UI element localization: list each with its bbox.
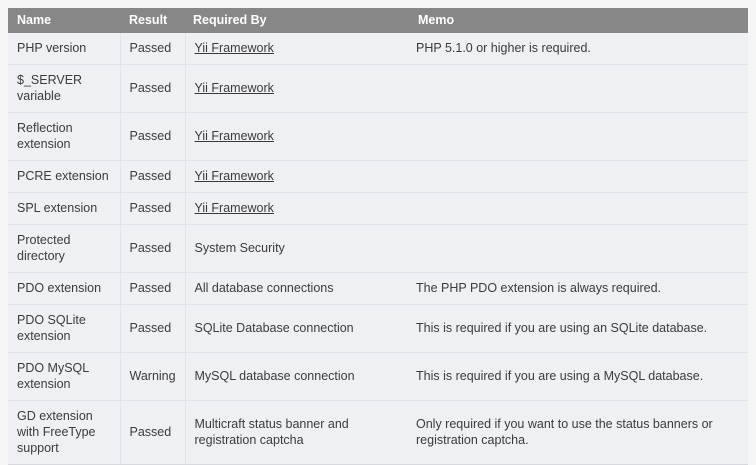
required-by-link[interactable]: Yii Framework — [194, 41, 274, 55]
memo-cell — [407, 64, 748, 113]
requirement-name: Reflection extension — [8, 112, 120, 161]
status-badge: Warning — [119, 352, 186, 401]
required-by-text: Multicraft status banner and registratio… — [194, 417, 349, 447]
required-by-link[interactable]: Yii Framework — [194, 169, 274, 183]
requirement-name: PDO extension — [8, 272, 120, 305]
requirement-name: Protected directory — [8, 224, 120, 273]
status-badge: Passed — [119, 224, 186, 273]
status-badge: Passed — [119, 304, 186, 353]
column-header-result: Result — [120, 8, 185, 33]
column-header-name: Name — [8, 8, 120, 33]
column-header-memo: Memo — [407, 8, 748, 33]
requirement-name: PCRE extension — [8, 160, 120, 193]
required-by-cell: Yii Framework — [185, 192, 407, 225]
column-header-required-by: Required By — [185, 8, 407, 33]
required-by-cell: SQLite Database connection — [185, 304, 407, 353]
requirement-name: $_SERVER variable — [8, 64, 120, 113]
requirement-name: GD extension with FreeType support — [8, 400, 120, 465]
requirements-check-table: Name Result Required By Memo PHP version… — [8, 8, 748, 465]
required-by-cell: Yii Framework — [185, 33, 407, 65]
required-by-link[interactable]: Yii Framework — [194, 201, 274, 215]
table-header-row: Name Result Required By Memo — [8, 8, 748, 33]
memo-cell: PHP 5.1.0 or higher is required. — [407, 33, 748, 65]
required-by-cell: Yii Framework — [185, 64, 407, 113]
status-badge: Passed — [119, 272, 186, 305]
required-by-text: MySQL database connection — [194, 369, 355, 383]
required-by-link[interactable]: Yii Framework — [194, 129, 274, 143]
memo-cell — [407, 160, 748, 193]
required-by-cell: Yii Framework — [185, 112, 407, 161]
memo-cell: Only required if you want to use the sta… — [407, 400, 748, 465]
required-by-text: SQLite Database connection — [194, 321, 354, 335]
required-by-link[interactable]: Yii Framework — [194, 81, 274, 95]
required-by-cell: MySQL database connection — [185, 352, 407, 401]
status-badge: Passed — [119, 400, 186, 465]
required-by-cell: System Security — [185, 224, 407, 273]
required-by-text: System Security — [194, 241, 285, 255]
requirement-name: PDO SQLite extension — [8, 304, 120, 353]
status-badge: Passed — [119, 64, 186, 113]
memo-cell: The PHP PDO extension is always required… — [407, 272, 748, 305]
memo-cell — [407, 224, 748, 273]
requirement-name: SPL extension — [8, 192, 120, 225]
requirement-name: PDO MySQL extension — [8, 352, 120, 401]
status-badge: Passed — [119, 112, 186, 161]
required-by-cell: All database connections — [185, 272, 407, 305]
required-by-cell: Yii Framework — [185, 160, 407, 193]
table-header: Name Result Required By Memo — [8, 8, 748, 33]
requirement-name: PHP version — [8, 33, 120, 65]
required-by-text: All database connections — [194, 281, 334, 295]
status-badge: Passed — [119, 160, 186, 193]
status-badge: Passed — [119, 33, 186, 65]
status-badge: Passed — [119, 192, 186, 225]
memo-cell — [407, 192, 748, 225]
memo-cell: This is required if you are using a MySQ… — [407, 352, 748, 401]
memo-cell — [407, 112, 748, 161]
required-by-cell: Multicraft status banner and registratio… — [185, 400, 407, 465]
memo-cell: This is required if you are using an SQL… — [407, 304, 748, 353]
